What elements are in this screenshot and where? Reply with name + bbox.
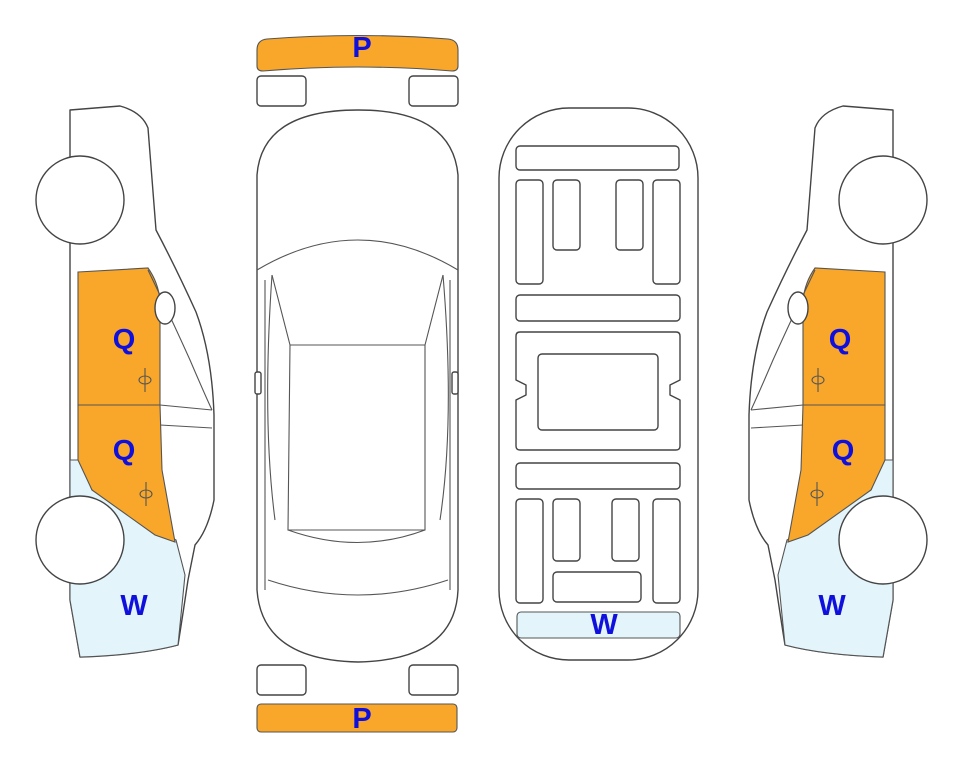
right-front-wheel bbox=[838, 155, 928, 245]
left-rear-door-label: Q bbox=[113, 435, 136, 467]
front-right-wheel-top bbox=[408, 75, 459, 107]
right-rear-door-panel bbox=[787, 404, 886, 543]
top-side-lines bbox=[264, 274, 451, 590]
right-side-view bbox=[748, 105, 928, 658]
left-mirror bbox=[154, 291, 176, 325]
rear-left-wheel-top bbox=[256, 664, 307, 696]
windshield-line bbox=[256, 239, 459, 271]
under-front-right-block bbox=[615, 179, 644, 251]
under-front-left-block bbox=[552, 179, 581, 251]
right-front-door-label: Q bbox=[829, 324, 852, 356]
under-rear-crossbar bbox=[552, 571, 642, 603]
left-rear-wheel bbox=[35, 495, 125, 585]
right-rear-quarter-label: W bbox=[818, 590, 846, 622]
rear-right-wheel-top bbox=[408, 664, 459, 696]
under-center-panel bbox=[537, 353, 659, 431]
right-front-door-panel bbox=[802, 267, 886, 406]
rear-bumper-panel bbox=[256, 703, 458, 733]
front-left-wheel-top bbox=[256, 75, 307, 107]
left-side-view: Q Q W bbox=[35, 105, 215, 658]
rear-bumper-label: P bbox=[352, 703, 371, 735]
under-rear-left-rail bbox=[515, 498, 544, 604]
underbody-rear-label: W bbox=[590, 609, 618, 641]
left-sill-line bbox=[159, 404, 213, 429]
right-rear-door-label: Q bbox=[832, 435, 855, 467]
roof-outline bbox=[271, 274, 444, 531]
left-rear-door-panel bbox=[77, 404, 176, 543]
under-rear-right-rail bbox=[652, 498, 681, 604]
under-rear-left-block bbox=[552, 498, 581, 562]
under-mid-front-bar bbox=[515, 294, 681, 322]
under-mid-rear-bar bbox=[515, 462, 681, 490]
left-front-door-label: Q bbox=[113, 324, 136, 356]
under-front-left-rail bbox=[515, 179, 544, 285]
left-front-wheel bbox=[35, 155, 125, 245]
left-front-door-panel bbox=[77, 267, 161, 406]
top-right-mirror bbox=[451, 371, 459, 395]
right-front-handle bbox=[811, 368, 825, 392]
left-rear-handle bbox=[139, 482, 153, 506]
under-front-right-rail bbox=[652, 179, 681, 285]
right-mirror bbox=[787, 291, 809, 325]
front-bumper-panel bbox=[256, 34, 459, 72]
right-rear-handle bbox=[810, 482, 824, 506]
top-body-outline bbox=[256, 109, 459, 663]
underbody-rear-panel bbox=[516, 611, 681, 639]
underbody-view: W bbox=[498, 107, 699, 661]
front-bumper-label: P bbox=[352, 32, 371, 64]
rear-window-line bbox=[267, 529, 449, 596]
left-front-handle bbox=[138, 368, 152, 392]
right-rear-wheel bbox=[838, 495, 928, 585]
left-rear-quarter-label: W bbox=[120, 590, 148, 622]
under-front-bar bbox=[515, 145, 680, 171]
right-sill-line bbox=[750, 404, 804, 429]
top-view: P P bbox=[254, 32, 459, 735]
under-rear-right-block bbox=[611, 498, 640, 562]
top-left-mirror bbox=[254, 371, 262, 395]
